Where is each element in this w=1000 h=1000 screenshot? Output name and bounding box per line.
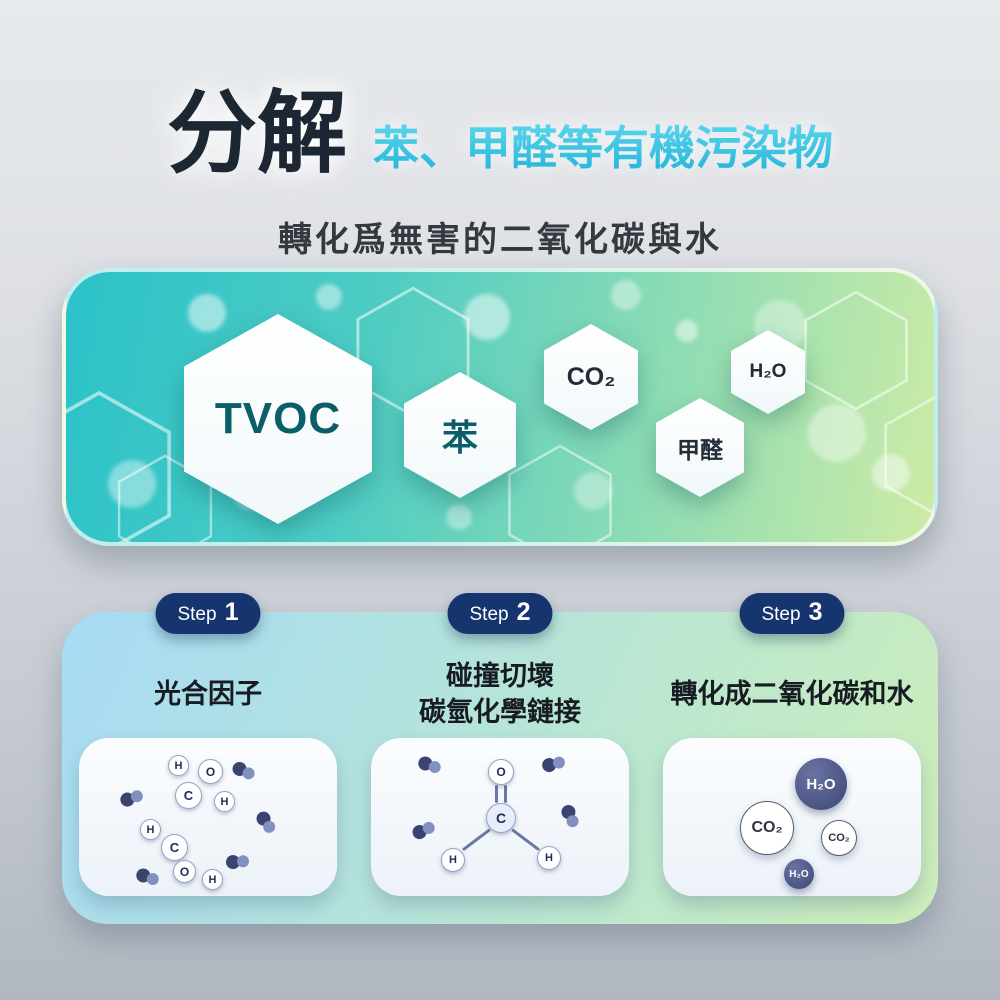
step-badge-number: 3 xyxy=(808,598,823,626)
hexagon-formaldehyde: 甲醛 xyxy=(656,398,744,497)
step-column-1: 光合因子 H O C H H C O H xyxy=(62,650,354,924)
step-title-line: 碳氫化學鏈接 xyxy=(419,697,581,727)
title-highlight: 苯、甲醛等有機污染物 xyxy=(373,112,833,178)
step-card-2: O C H H xyxy=(371,738,629,896)
step-column-2: 碰撞切壞 碳氫化學鏈接 O C H H xyxy=(354,650,646,924)
co2-molecule: CO₂ xyxy=(740,801,794,855)
formaldehyde-label: 甲醛 xyxy=(677,436,723,463)
atom-circle: H xyxy=(168,755,189,776)
hexagon-shape: 苯 xyxy=(404,372,516,498)
hexagon-tvoc: TVOC xyxy=(184,314,372,524)
tvoc-label: TVOC xyxy=(214,394,342,443)
step-title-1: 光合因子 xyxy=(154,650,262,738)
hexagon-h2o: H₂O xyxy=(731,330,805,414)
step-card-3: H₂O CO₂ CO₂ H₂O xyxy=(663,738,921,896)
atom-pair-icon xyxy=(135,867,164,888)
bokeh-circle xyxy=(808,404,866,462)
single-bond-icon xyxy=(511,828,541,852)
hexagon-benzene: 苯 xyxy=(404,372,516,498)
bokeh-circle xyxy=(872,454,910,492)
h2o-molecule: H₂O xyxy=(784,859,814,889)
co2-label: CO₂ xyxy=(566,362,616,391)
atom-circle: H xyxy=(202,869,223,890)
title-row: 分解 苯、甲醛等有機污染物 xyxy=(0,60,1000,190)
atom-pair-icon xyxy=(253,809,281,839)
atom-circle: C xyxy=(175,782,202,809)
atom-pair-icon xyxy=(225,852,253,871)
atom-pair-icon xyxy=(417,755,446,776)
hexagon-outline-icon xyxy=(884,396,934,515)
bokeh-circle xyxy=(108,460,156,508)
atom-pair-icon xyxy=(118,785,148,810)
hexagon-shape: TVOC xyxy=(184,314,372,524)
atom-circle: H xyxy=(140,819,161,840)
hexagon-co2: CO₂ xyxy=(544,324,638,430)
atom-circle: H xyxy=(441,848,465,872)
bokeh-circle xyxy=(611,280,641,310)
header: 分解 苯、甲醛等有機污染物 轉化爲無害的二氧化碳與水 xyxy=(0,0,1000,261)
step-column-3: 轉化成二氧化碳和水 H₂O CO₂ CO₂ H₂O xyxy=(646,650,938,924)
bokeh-circle xyxy=(446,504,472,530)
bokeh-circle xyxy=(188,294,226,332)
atom-circle: O xyxy=(488,759,514,785)
atom-pair-icon xyxy=(558,802,584,832)
step-title-line: 光合因子 xyxy=(154,678,262,709)
atom-circle: O xyxy=(173,860,196,883)
hexagon-shape: CO₂ xyxy=(544,324,638,430)
step-badge-number: 1 xyxy=(224,598,239,626)
step-badge-label: Step xyxy=(177,604,217,625)
double-bond-icon xyxy=(504,785,507,803)
h2o-label: H₂O xyxy=(749,361,787,382)
benzene-label: 苯 xyxy=(441,417,478,458)
atom-pair-icon xyxy=(540,752,570,775)
co2-molecule: CO₂ xyxy=(821,820,857,856)
bokeh-circle xyxy=(574,472,612,510)
bokeh-circle xyxy=(676,320,698,342)
step-title-3: 轉化成二氧化碳和水 xyxy=(671,650,914,738)
page-title: 分解 xyxy=(167,84,347,184)
bokeh-circle xyxy=(316,284,342,310)
step-badge-1: Step 1 xyxy=(155,593,261,634)
step-badge-3: Step 3 xyxy=(739,593,845,634)
atom-pair-icon xyxy=(410,817,440,843)
hexagon-shape: 甲醛 xyxy=(656,398,744,497)
atom-circle: C xyxy=(486,803,516,833)
atom-circle: O xyxy=(198,759,223,784)
step-badge-label: Step xyxy=(469,604,509,625)
step-badge-number: 2 xyxy=(516,598,531,626)
hexagon-outline-icon xyxy=(508,444,612,542)
step-card-1: H O C H H C O H xyxy=(79,738,337,896)
h2o-molecule: H₂O xyxy=(795,758,847,810)
subtitle: 轉化爲無害的二氧化碳與水 xyxy=(278,221,722,259)
double-bond-icon xyxy=(495,785,498,803)
steps-panel: Step 1 Step 2 Step 3 光合因子 H O C H xyxy=(62,593,938,924)
step-title-line: 碰撞切壞 xyxy=(446,660,554,691)
step-title-2: 碰撞切壞 碳氫化學鏈接 xyxy=(419,650,581,738)
molecule-banner: TVOC 苯 CO₂ H₂O 甲醛 xyxy=(62,268,938,546)
hexagon-outline-icon xyxy=(66,390,171,542)
atom-circle: H xyxy=(537,846,561,870)
hexagon-outline-icon xyxy=(804,290,908,411)
atom-circle: C xyxy=(161,834,188,861)
step-title-line: 轉化成二氧化碳和水 xyxy=(670,678,914,709)
step-columns: 光合因子 H O C H H C O H xyxy=(62,612,938,924)
atom-circle: H xyxy=(214,791,235,812)
step-badge-label: Step xyxy=(761,604,801,625)
step-badge-2: Step 2 xyxy=(447,593,553,634)
atom-pair-icon xyxy=(230,760,260,783)
single-bond-icon xyxy=(461,828,491,852)
bokeh-circle xyxy=(464,294,510,340)
